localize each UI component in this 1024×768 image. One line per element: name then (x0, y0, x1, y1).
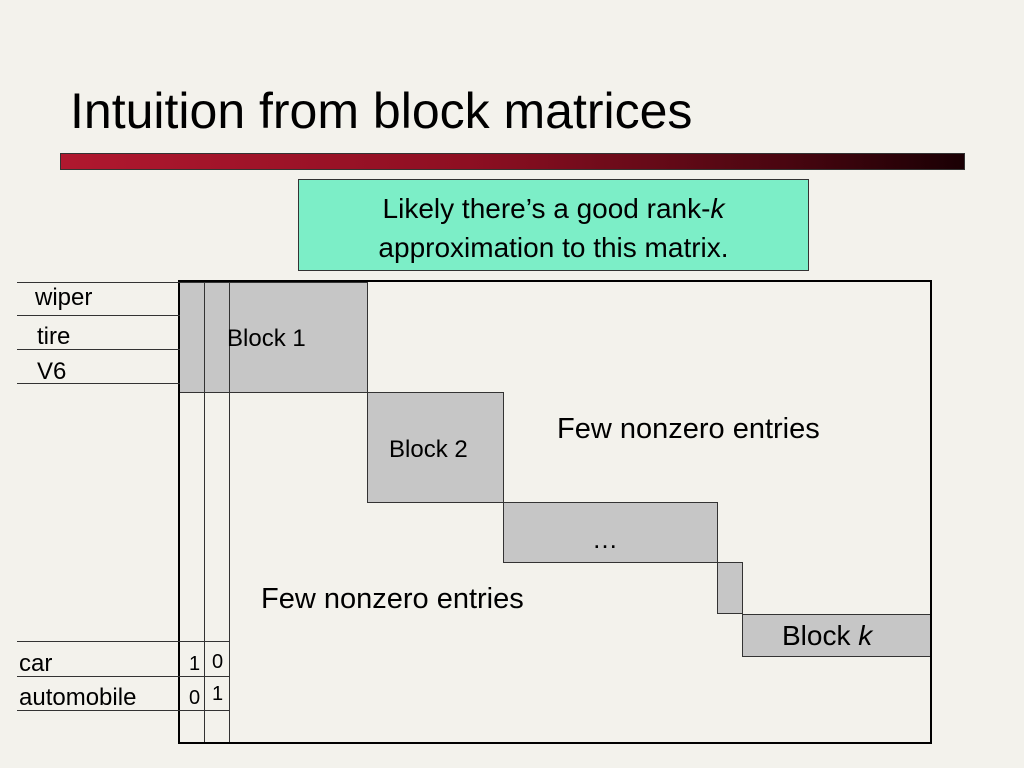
upper-triangle-note: Few nonzero entries (557, 413, 820, 445)
row-line (17, 315, 180, 316)
block-k-variable: k (858, 620, 873, 651)
row-line (17, 349, 180, 350)
block-2 (367, 392, 504, 503)
row-label-automobile: automobile (19, 684, 137, 711)
cell-automobile-col2: 1 (212, 683, 224, 705)
cell-car-col1: 1 (189, 653, 201, 675)
callout-variable: k (710, 193, 725, 224)
callout-box: Likely there’s a good rank-k approximati… (298, 179, 809, 271)
block-1-label: Block 1 (227, 325, 306, 352)
row-label-tire: tire (37, 323, 71, 350)
column-line-1 (204, 282, 205, 742)
row-line (17, 641, 230, 642)
block-ellipsis (503, 502, 718, 563)
block-1 (179, 282, 368, 393)
block-k (742, 614, 931, 657)
block-2-label: Block 2 (389, 436, 468, 463)
row-label-wiper: wiper (35, 284, 93, 311)
cell-car-col2: 0 (212, 651, 224, 673)
row-line (17, 282, 180, 283)
block-ellipsis-label: … (592, 524, 618, 554)
slide-title: Intuition from block matrices (70, 83, 693, 139)
lower-triangle-note: Few nonzero entries (261, 583, 524, 615)
callout-text: Likely there’s a good rank- (382, 193, 711, 224)
row-label-v6: V6 (37, 358, 67, 385)
block-k-text: Block (782, 620, 859, 651)
matrix-border (178, 280, 932, 744)
row-line (17, 676, 230, 677)
title-underline-bar (60, 153, 965, 170)
cell-automobile-col1: 0 (189, 687, 201, 709)
row-line (17, 383, 180, 384)
callout-line-1: Likely there’s a good rank-k (299, 189, 808, 228)
row-label-car: car (19, 650, 53, 677)
row-line (17, 710, 230, 711)
block-small (717, 562, 743, 614)
column-line-2 (229, 282, 230, 742)
callout-line-2: approximation to this matrix. (378, 232, 729, 263)
block-k-label: Block k (782, 622, 872, 650)
